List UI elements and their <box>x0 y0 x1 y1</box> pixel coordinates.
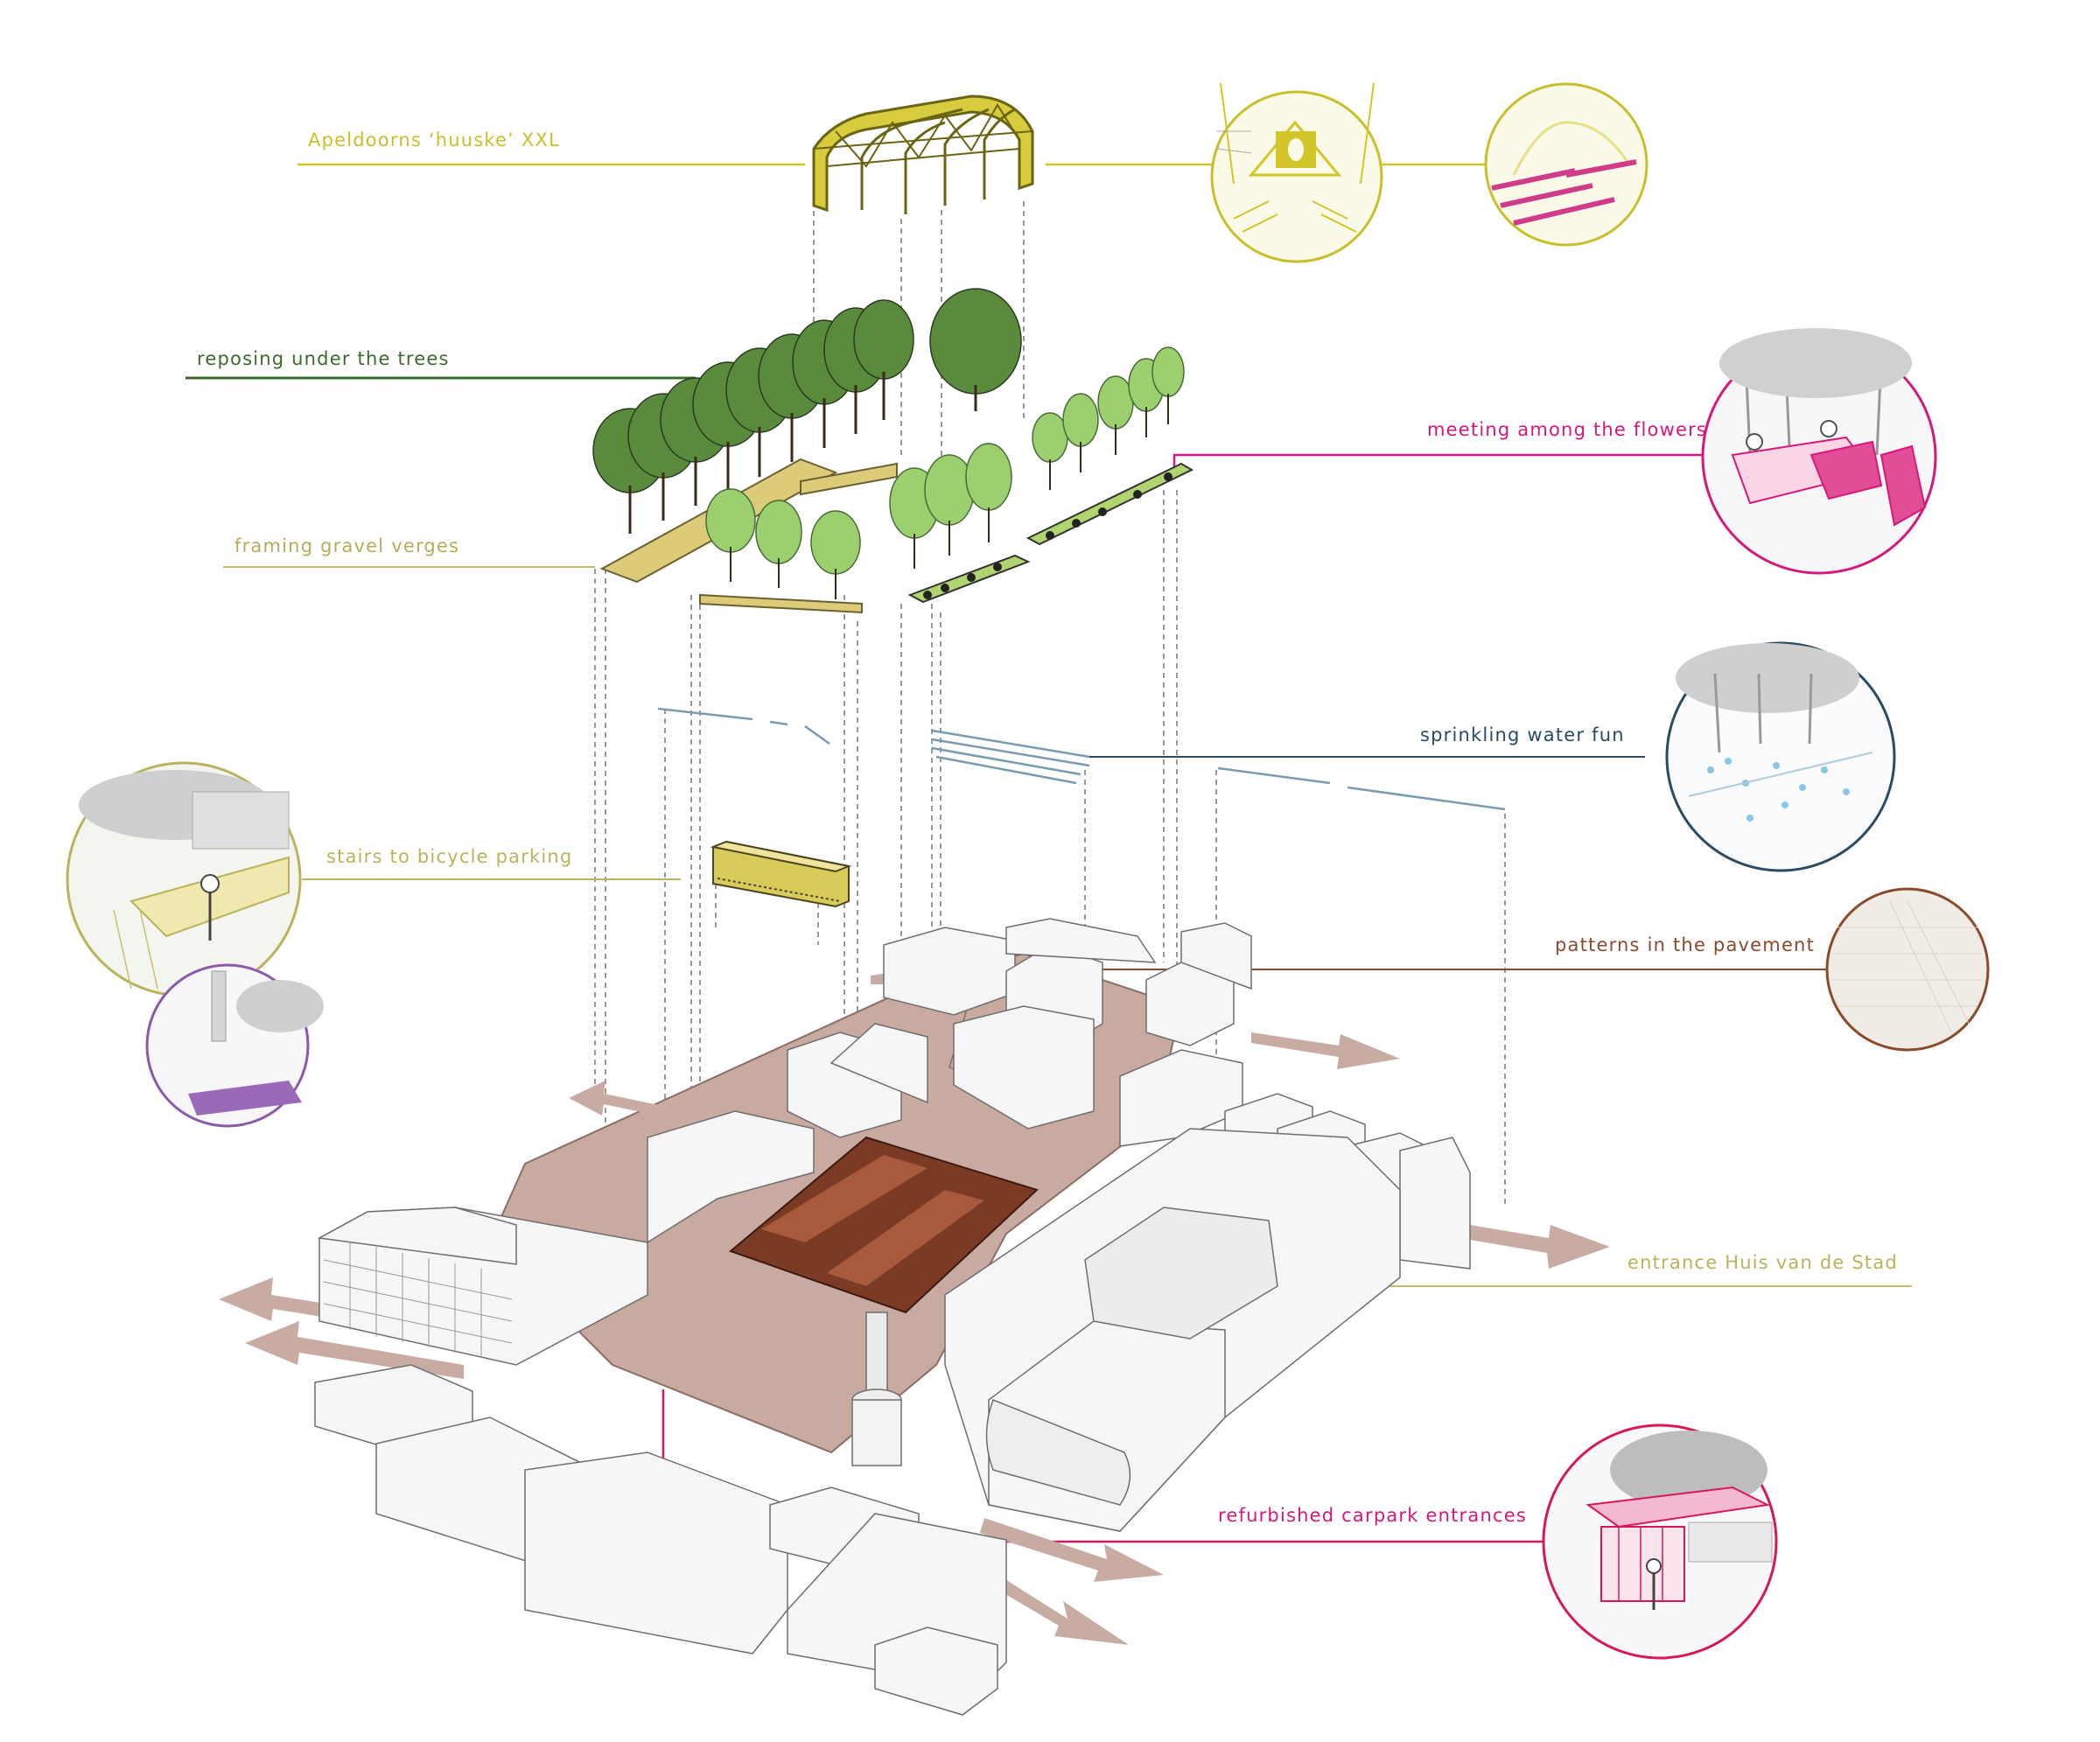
vignette-pavement <box>1825 887 1990 1052</box>
huuske-xxl-structure <box>812 94 1034 214</box>
vignette-stairs <box>66 761 302 997</box>
vignette-huuske-benches <box>1484 82 1648 247</box>
flower-strip-2 <box>1026 462 1194 546</box>
label-meeting-among-flowers: meeting among the flowers <box>1427 419 1708 440</box>
vignette-flowers <box>1701 328 1937 575</box>
label-patterns-in-pavement: patterns in the pavement <box>1555 934 1816 955</box>
label-reposing-under-trees: reposing under the trees <box>197 348 450 369</box>
buildings <box>314 918 1471 1716</box>
stairs-element <box>710 840 852 908</box>
vignette-water <box>1665 641 1896 872</box>
trees-layer <box>592 288 1194 614</box>
water-layer <box>657 707 1506 811</box>
vignette-violet-square <box>145 963 324 1128</box>
vignette-carpark <box>1542 1424 1778 1660</box>
pavement-pattern <box>729 1136 1039 1314</box>
label-huuske-xxl: Apeldoorns ‘huuske’ XXL <box>308 129 560 150</box>
gravel-verge-3 <box>800 462 898 496</box>
gravel-verge-2 <box>699 593 863 614</box>
label-sprinkling-water-fun: sprinkling water fun <box>1420 724 1625 745</box>
label-refurbished-carpark-entrances: refurbished carpark entrances <box>1218 1505 1527 1526</box>
vignette-huuske-interior <box>1210 82 1383 263</box>
label-stairs-bicycle-parking: stairs to bicycle parking <box>326 846 573 867</box>
label-framing-gravel-verges: framing gravel verges <box>234 535 460 556</box>
label-entrance-huis-van-de-stad: entrance Huis van de Stad <box>1628 1252 1898 1273</box>
